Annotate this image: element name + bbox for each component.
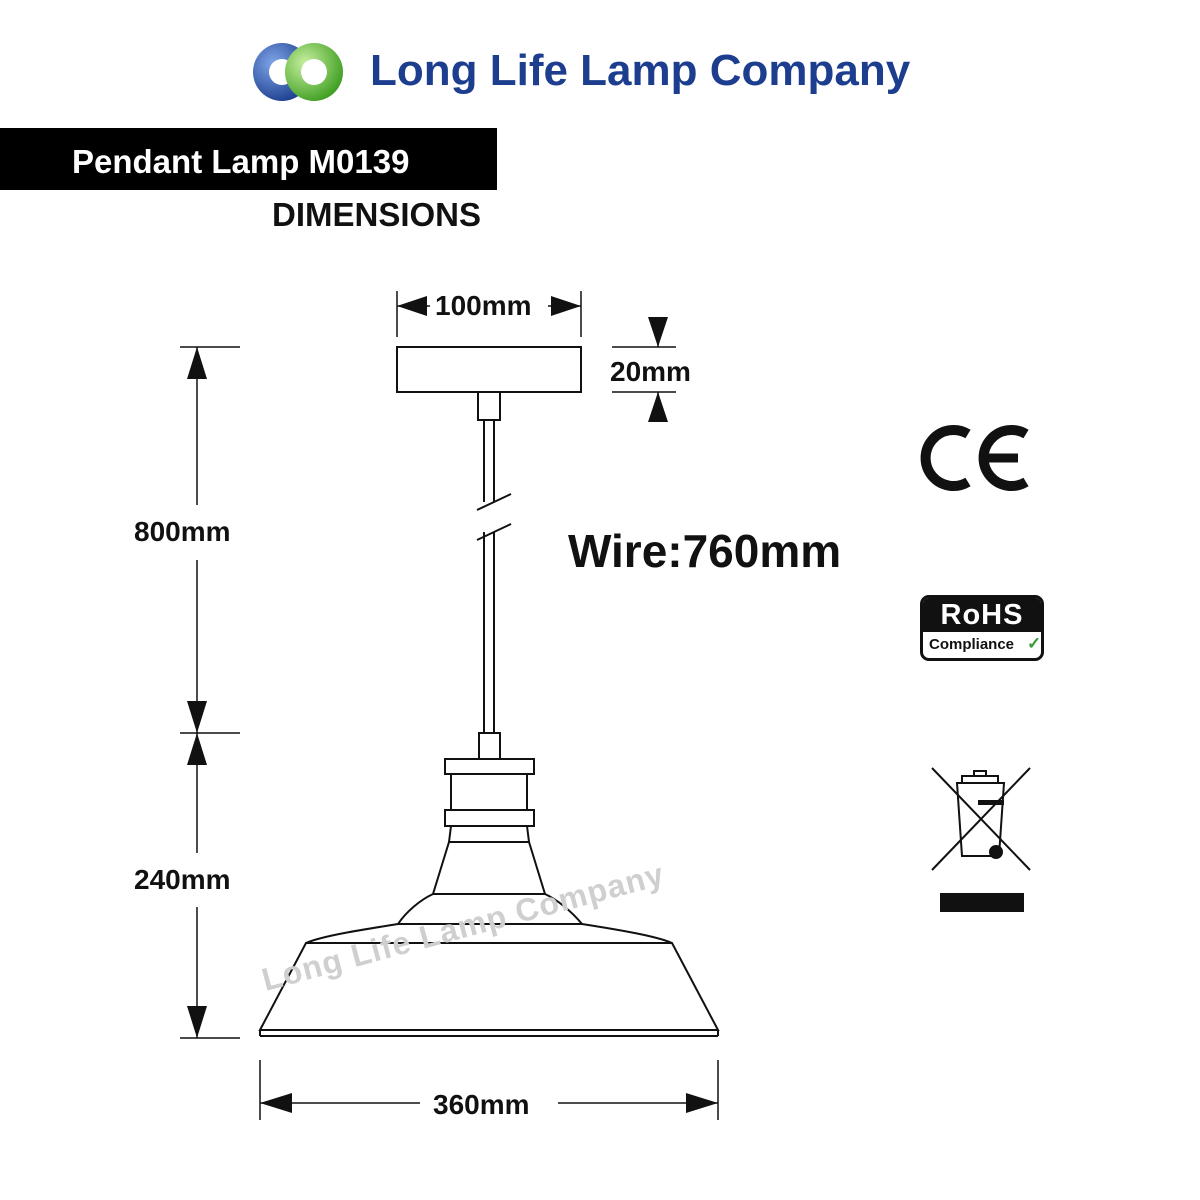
shade-diameter-label: 360mm	[433, 1089, 530, 1120]
section-title: DIMENSIONS	[272, 196, 482, 233]
canopy-connector	[477, 391, 501, 421]
rohs-compliance-label: Compliance	[929, 636, 1015, 653]
lamp-height-label: 240mm	[134, 864, 231, 895]
canopy-width-label: 100mm	[435, 290, 532, 321]
shade-dome	[396, 893, 585, 925]
wire-length-label: Wire:760mm	[568, 525, 842, 577]
rohs-badge: RoHS Compliance ✓	[920, 595, 1044, 661]
rohs-label: RoHS	[923, 598, 1041, 632]
company-name: Long Life Lamp Company	[370, 46, 911, 95]
title-bar	[0, 128, 497, 190]
suspension-length-label: 800mm	[134, 516, 231, 547]
cord-break-mark	[476, 493, 512, 511]
checkmark-icon: ✓	[1027, 634, 1042, 653]
product-title: Pendant Lamp M0139	[72, 143, 410, 180]
canopy-height-label: 20mm	[610, 356, 691, 387]
socket-top-ring	[444, 758, 535, 775]
